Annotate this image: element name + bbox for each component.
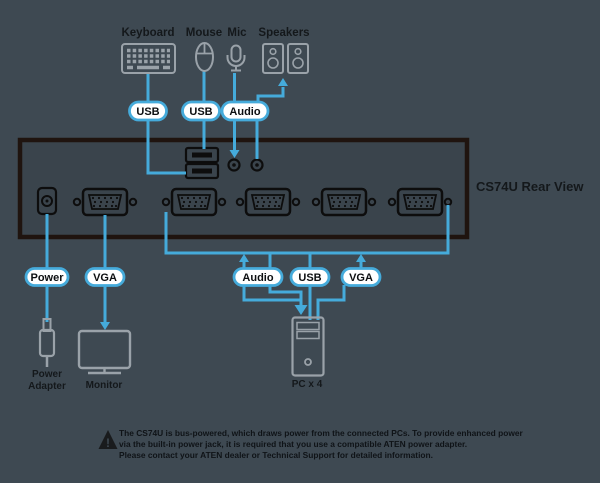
kvm-rear-panel bbox=[17, 137, 470, 240]
mouse-label: Mouse bbox=[186, 27, 222, 39]
rear-view-title: CS74U Rear View bbox=[476, 179, 584, 194]
pc-label: PC x 4 bbox=[292, 379, 323, 390]
vga-up-arrowhead bbox=[356, 254, 366, 262]
pc-tower-icon bbox=[291, 316, 325, 377]
pc-bus-line bbox=[164, 205, 450, 255]
vga-pc-badge-label: VGA bbox=[349, 272, 373, 284]
power-adapter-label-2: Adapter bbox=[28, 381, 66, 392]
usb-mouse-badge-label: USB bbox=[189, 106, 212, 118]
speakers-label: Speakers bbox=[258, 27, 309, 39]
mic-icon bbox=[226, 44, 246, 72]
cable-badges: USB USB Audio Power VGA Audio USB VGA bbox=[24, 100, 382, 287]
note-line-2: via the built-in power jack, it is requi… bbox=[119, 439, 467, 449]
monitor-label: Monitor bbox=[86, 380, 123, 391]
audio-pc-badge-label: Audio bbox=[242, 272, 273, 284]
usb-mouse-badge bbox=[181, 100, 221, 122]
audio-pc-badge bbox=[232, 267, 284, 287]
vga-console-badge bbox=[84, 267, 126, 287]
mic-label: Mic bbox=[227, 27, 247, 39]
audio-console-badge bbox=[220, 100, 270, 122]
speaker-audio-line-upper bbox=[256, 87, 285, 102]
audio-pc-down-line bbox=[242, 285, 301, 302]
power-adapter-icon bbox=[38, 318, 56, 367]
speaker-arrowhead bbox=[278, 78, 288, 86]
mic-arrowhead bbox=[229, 150, 240, 158]
vga-pc-badge bbox=[340, 267, 382, 287]
note-line-1: The CS74U is bus-powered, which draws po… bbox=[119, 428, 524, 438]
usb-pc-badge bbox=[289, 267, 331, 287]
audio-console-badge-label: Audio bbox=[229, 106, 260, 118]
warning-icon bbox=[98, 430, 118, 449]
monitor-icon bbox=[77, 329, 132, 375]
pc-arrowhead bbox=[294, 305, 308, 315]
mouse-icon bbox=[195, 42, 214, 72]
power-adapter-label-1: Power bbox=[32, 369, 62, 380]
audio-up-arrowhead bbox=[239, 254, 249, 262]
vga-pc-down-line bbox=[316, 285, 346, 320]
power-badge-label: Power bbox=[30, 272, 64, 284]
keyboard-icon bbox=[121, 43, 176, 74]
usb-pc-badge-label: USB bbox=[298, 272, 321, 284]
usb-keyboard-badge bbox=[128, 100, 168, 122]
warning-icon-mark: ! bbox=[106, 436, 110, 450]
power-badge bbox=[24, 267, 70, 287]
vga-console-badge-label: VGA bbox=[93, 272, 117, 284]
speakers-icon bbox=[262, 43, 309, 74]
keyboard-label: Keyboard bbox=[121, 27, 174, 39]
note-section: ! The CS74U is bus-powered, which draws … bbox=[98, 428, 524, 460]
monitor-arrowhead bbox=[100, 322, 110, 330]
note-line-3: Please contact your ATEN dealer or Techn… bbox=[119, 450, 433, 460]
usb-keyboard-badge-label: USB bbox=[136, 106, 159, 118]
